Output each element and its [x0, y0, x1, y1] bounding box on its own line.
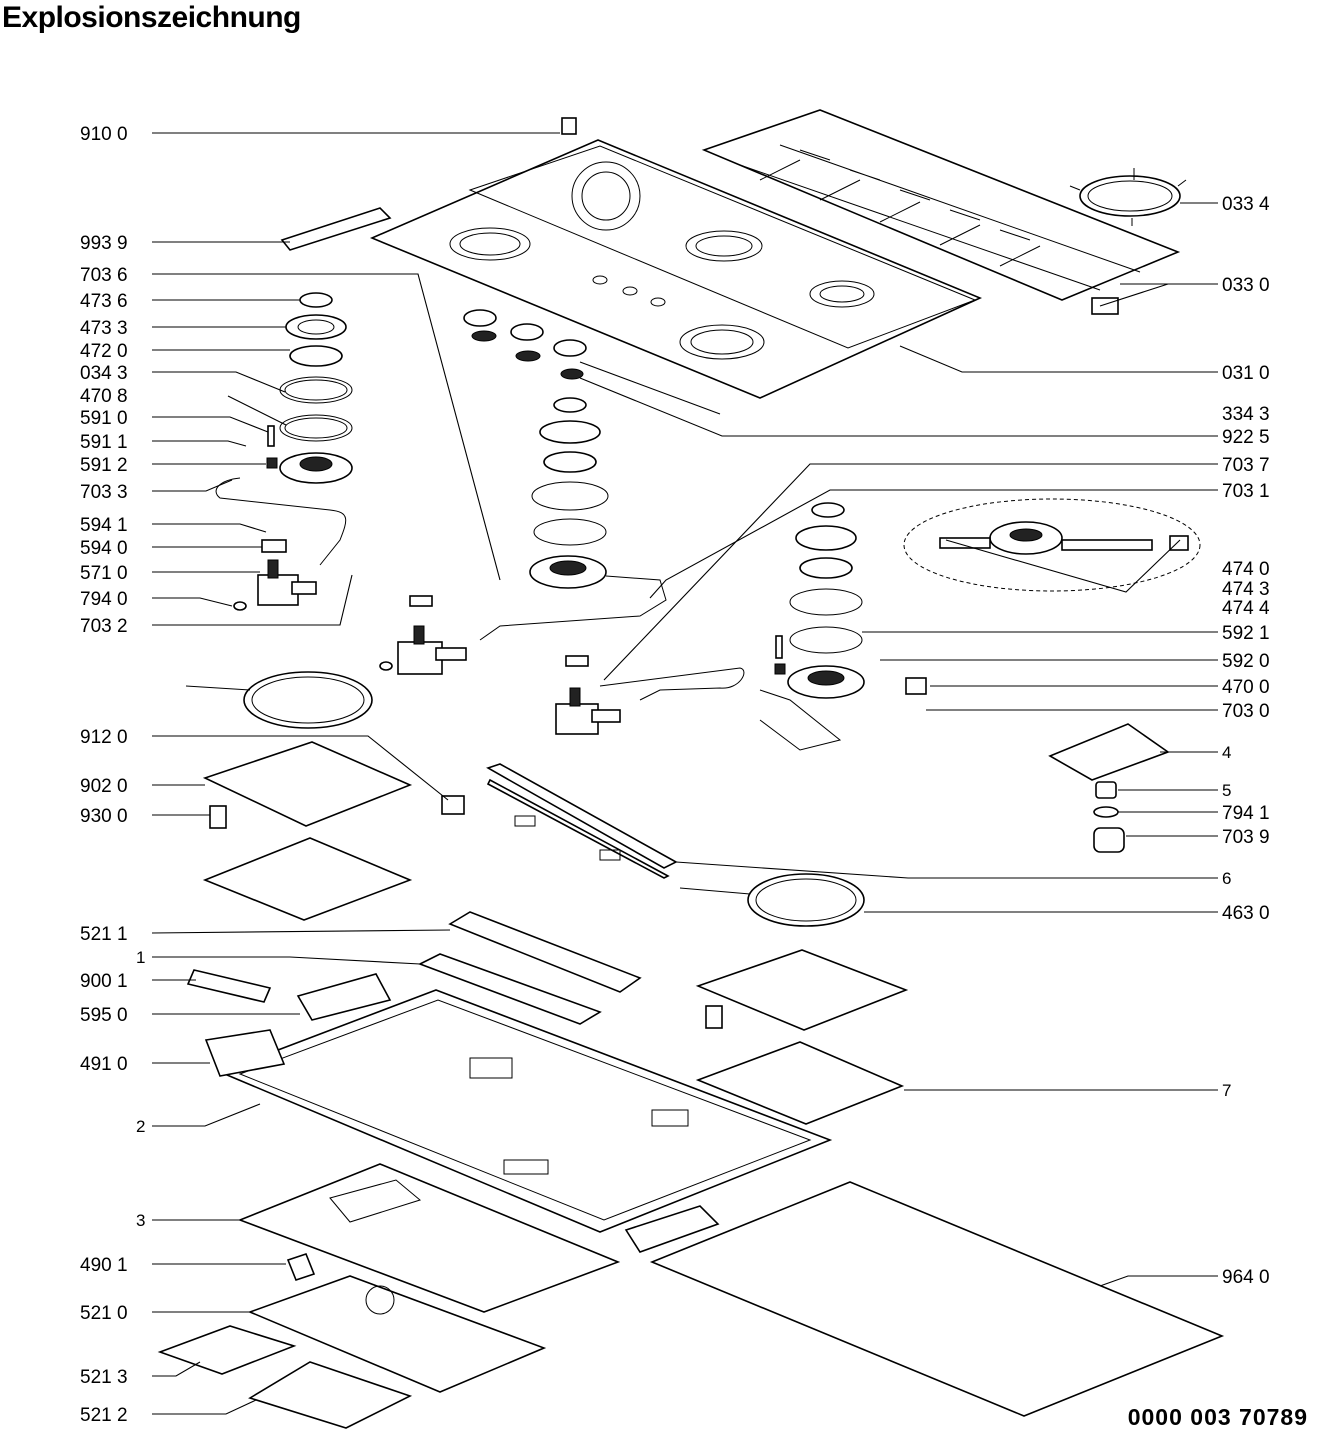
electronics-module — [247, 1275, 547, 1393]
callout-label: 594 0 — [80, 538, 128, 559]
center-gas-valve — [379, 595, 467, 675]
callout-label: 571 0 — [80, 563, 128, 584]
callout-label: 7 — [1222, 1081, 1231, 1100]
callout-label: 703 7 — [1222, 455, 1270, 476]
callout-label: 993 9 — [80, 233, 128, 254]
page-title: Explosionszeichnung — [2, 1, 301, 34]
callout-label: 2 — [136, 1117, 145, 1136]
callout-label: 3 — [136, 1211, 145, 1230]
callout-label: 703 1 — [1222, 481, 1270, 502]
callout-label: 902 0 — [80, 776, 128, 797]
callout-label: 922 5 — [1222, 427, 1270, 448]
bracket-993 — [280, 207, 392, 251]
circuit-boards — [157, 1325, 413, 1429]
callout-label: 521 3 — [80, 1367, 128, 1388]
callout-label: 794 1 — [1222, 803, 1270, 824]
pan-support-grid — [701, 109, 1181, 315]
front-rail — [486, 763, 678, 879]
callout-label: 964 0 — [1222, 1267, 1270, 1288]
callout-label: 473 3 — [80, 318, 128, 339]
lower-cover — [237, 1163, 621, 1313]
parts-artwork — [157, 109, 1225, 1429]
base-tray — [204, 989, 833, 1253]
callout-label: 4 — [1222, 743, 1231, 762]
support-plates — [202, 741, 909, 1125]
callout-label: 703 6 — [80, 265, 128, 286]
callout-label: 900 1 — [80, 971, 128, 992]
document-number: 0000 003 70789 — [1127, 1404, 1308, 1430]
callouts-left: 910 0 993 9 703 6 473 6 473 3 472 0 034 … — [80, 124, 145, 1426]
callout-label: 033 0 — [1222, 275, 1270, 296]
callout-label: 474 3 — [1222, 579, 1270, 600]
callout-label: 473 6 — [80, 291, 128, 312]
left-gas-valve — [233, 539, 317, 611]
clip-490 — [286, 1253, 316, 1281]
screw-910 — [561, 117, 577, 135]
callout-label: 474 0 — [1222, 559, 1270, 580]
callout-label: 910 0 — [80, 124, 128, 145]
control-electronics — [186, 911, 642, 1025]
callout-label: 033 4 — [1222, 194, 1270, 215]
cooktop-top-plate — [369, 139, 983, 399]
callout-label: 794 0 — [80, 589, 128, 610]
callout-label: 595 0 — [80, 1005, 128, 1026]
callout-label: 912 0 — [80, 727, 128, 748]
callout-label: 591 1 — [80, 432, 128, 453]
callout-label: 592 1 — [1222, 623, 1270, 644]
callout-label: 472 0 — [80, 341, 128, 362]
callout-label: 703 9 — [1222, 827, 1270, 848]
wok-burner-assembly — [903, 498, 1201, 592]
callout-label: 034 3 — [80, 363, 128, 384]
callout-label: 703 3 — [80, 482, 128, 503]
callout-label: 474 4 — [1222, 598, 1270, 619]
center-burner-stack — [463, 309, 667, 641]
callout-label: 592 0 — [1222, 651, 1270, 672]
wok-ring — [1069, 168, 1187, 226]
callout-label: 5 — [1222, 781, 1231, 800]
callout-label: 490 1 — [80, 1255, 128, 1276]
right-burner-stack — [774, 502, 927, 699]
hotplates — [185, 671, 865, 927]
callout-label: 703 0 — [1222, 701, 1270, 722]
callout-label: 521 0 — [80, 1303, 128, 1324]
callout-label: 594 1 — [80, 515, 128, 536]
callout-label: 703 2 — [80, 616, 128, 637]
callout-label: 591 0 — [80, 408, 128, 429]
gas-supply-pipe — [702, 723, 1170, 853]
right-gas-valve — [555, 655, 842, 751]
callout-label: 591 2 — [80, 455, 128, 476]
callout-label: 930 0 — [80, 806, 128, 827]
glass-panel — [649, 1181, 1225, 1417]
callout-label: 521 1 — [80, 924, 128, 945]
callout-label: 6 — [1222, 869, 1231, 888]
callout-label: 470 8 — [80, 386, 128, 407]
callouts-right: 033 4 033 0 031 0 334 3 922 5 703 7 703 … — [1222, 194, 1270, 1288]
callout-label: 491 0 — [80, 1054, 128, 1075]
callout-label: 470 0 — [1222, 677, 1270, 698]
callout-label: 334 3 — [1222, 404, 1270, 425]
callout-label: 1 — [136, 948, 145, 967]
callout-label: 463 0 — [1222, 903, 1270, 924]
callout-label: 031 0 — [1222, 363, 1270, 384]
callout-label: 521 2 — [80, 1405, 128, 1426]
leader-lines — [151, 132, 1218, 1415]
